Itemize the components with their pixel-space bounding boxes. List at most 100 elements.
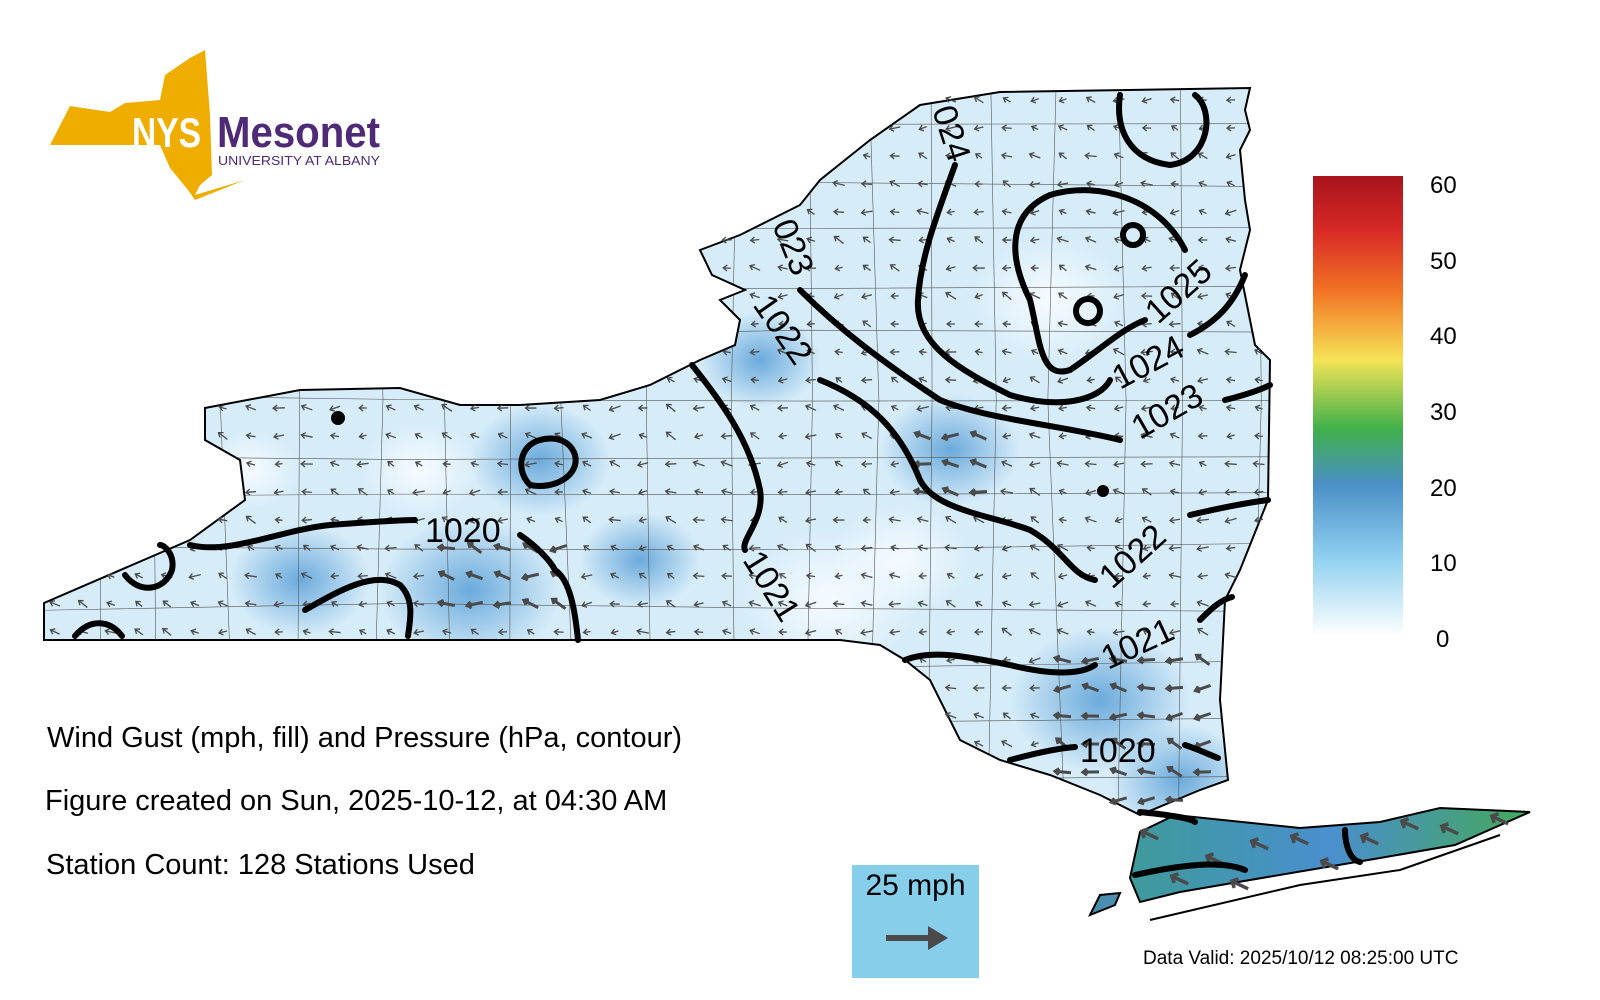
wind-arrow: [918, 152, 928, 160]
wind-arrow: [1001, 544, 1012, 552]
wind-arrow: [722, 348, 731, 356]
wind-arrow: [918, 572, 927, 580]
logo-state-shape: [50, 50, 245, 200]
wind-arrow: [804, 264, 817, 272]
wind-arrow: [664, 488, 677, 496]
wind-arrow: [889, 348, 900, 356]
wind-arrow: [1225, 124, 1235, 132]
wind-arrow: [1197, 627, 1209, 636]
wind-arrow: [244, 572, 257, 580]
wind-arrow: [889, 180, 901, 188]
wind-arrow: [748, 263, 761, 271]
wind-arrow: [1224, 209, 1237, 216]
gust-fill-region: [380, 518, 560, 662]
wind-arrow: [1164, 684, 1184, 693]
wind-arrow: [638, 572, 647, 579]
wind-arrow: [274, 628, 283, 636]
wind-arrow: [1030, 348, 1039, 356]
wind-arrow: [468, 489, 481, 496]
wind-arrow: [944, 712, 957, 719]
wind-arrow: [189, 600, 200, 607]
wind-arrow: [693, 432, 704, 440]
wind-arrow: [720, 516, 733, 524]
wind-arrow: [973, 124, 984, 132]
wind-arrow: [832, 208, 845, 216]
wind-arrow: [693, 600, 704, 608]
contour-1024-east: [1187, 272, 1248, 338]
wind-arrow: [1198, 404, 1207, 412]
wind-arrow: [106, 600, 116, 608]
wind-arrow: [610, 628, 619, 636]
wind-arrow: [77, 599, 88, 608]
wind-arrow: [1029, 404, 1040, 412]
wind-arrow: [303, 544, 311, 552]
wind-arrow: [386, 628, 396, 635]
contour-1021-east: [1197, 594, 1235, 623]
contour-1023-east: [1222, 382, 1273, 403]
wind-arrow: [806, 320, 815, 328]
colorbar-tick: 10: [1430, 550, 1457, 577]
wind-arrow: [49, 628, 60, 635]
wind-arrow: [1029, 376, 1040, 384]
wind-arrow: [608, 516, 621, 524]
wind-arrow: [805, 516, 817, 524]
wind-arrow: [609, 600, 620, 608]
wind-arrow: [945, 152, 956, 160]
wind-arrow: [301, 516, 312, 524]
wind-arrow: [1168, 628, 1181, 636]
wind-arrow: [492, 542, 512, 552]
wind-arrow: [1110, 737, 1127, 750]
wind-arrow: [1141, 264, 1152, 272]
wind-arrow: [805, 543, 816, 553]
wind-arrow: [134, 572, 143, 579]
contour-label: 1020: [1080, 732, 1156, 770]
wind-arrow: [749, 236, 760, 244]
wind-arrow: [1109, 682, 1127, 693]
wind-arrow: [245, 515, 256, 525]
wind-arrow: [1164, 795, 1184, 804]
wind-arrow: [550, 597, 567, 610]
wind-arrow: [834, 544, 843, 552]
wind-arrow: [1225, 376, 1236, 384]
wind-arrow: [834, 460, 844, 467]
wind-arrow: [833, 235, 844, 244]
wind-arrow: [777, 264, 788, 272]
wind-arrow: [1086, 180, 1096, 188]
wind-arrow: [968, 488, 988, 497]
wind-arrow: [1000, 152, 1013, 160]
county-line: [1178, 88, 1183, 815]
wind-arrow: [944, 684, 957, 692]
wind-arrow: [749, 432, 760, 440]
wind-arrow: [1225, 264, 1236, 272]
wind-arrow: [1001, 404, 1012, 412]
wind-arrow: [889, 208, 900, 216]
wind-arrow: [973, 96, 984, 104]
wind-arrow: [358, 600, 367, 608]
wind-arrow: [549, 544, 568, 554]
wind-arrow: [940, 432, 960, 442]
wind-arrow: [1109, 766, 1128, 777]
wind-arrow: [969, 458, 987, 469]
wind-arrow: [946, 320, 955, 328]
wind-arrow: [665, 628, 676, 636]
wind-arrow: [300, 432, 313, 439]
wind-arrow: [1002, 320, 1011, 328]
county-line: [987, 88, 997, 815]
wind-arrow: [1084, 264, 1097, 271]
wind-arrow: [974, 180, 983, 188]
wind-arrow: [748, 544, 761, 552]
wind-arrow: [1226, 320, 1236, 328]
wind-arrow: [860, 460, 872, 468]
wind-arrow: [583, 545, 591, 551]
state-outline: [43, 86, 1272, 817]
wind-arrow: [301, 488, 312, 496]
wind-arrow: [358, 404, 367, 412]
wind-arrow: [1168, 544, 1181, 552]
wind-arrow: [973, 712, 984, 719]
contour-1019-sw: [72, 620, 125, 639]
wind-arrow: [1056, 543, 1069, 552]
wind-arrow: [1086, 376, 1095, 384]
wind-arrow: [302, 628, 311, 636]
wind-arrow: [1139, 827, 1159, 841]
wind-arrow: [777, 600, 788, 607]
